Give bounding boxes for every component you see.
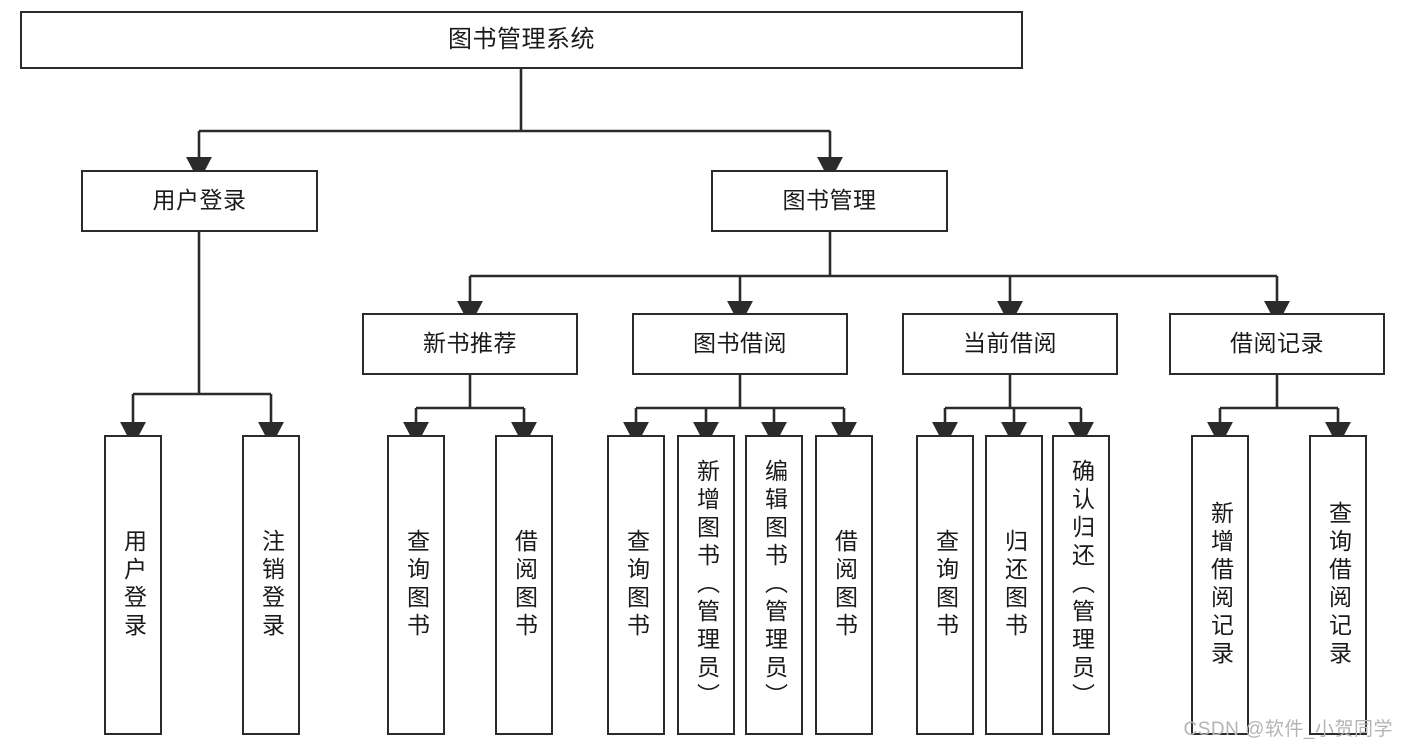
leaf-confirm-return[interactable]: 确认归还（管理员） [1052,435,1110,735]
node-label: 编辑图书（管理员） [761,459,788,711]
node-book-borrow[interactable]: 图书借阅 [632,313,848,375]
node-label: 用户登录 [152,187,247,214]
node-label: 新增图书（管理员） [693,459,720,711]
leaf-add-record[interactable]: 新增借阅记录 [1191,435,1249,735]
node-label: 归还图书 [1001,529,1028,641]
node-label: 用户登录 [120,529,147,641]
node-label: 图书借阅 [693,330,787,357]
csdn-watermark: CSDN @软件_小贺同学 [1183,719,1393,740]
node-user-login[interactable]: 用户登录 [81,170,318,232]
leaf-query-book-1[interactable]: 查询图书 [387,435,445,735]
node-new-book-rec[interactable]: 新书推荐 [362,313,578,375]
node-label: 图书管理系统 [448,25,595,53]
leaf-query-book-3[interactable]: 查询图书 [916,435,974,735]
node-borrow-record[interactable]: 借阅记录 [1169,313,1385,375]
node-label: 新书推荐 [423,330,517,357]
node-label: 借阅图书 [511,529,538,641]
leaf-query-book-2[interactable]: 查询图书 [607,435,665,735]
node-label: 查询图书 [403,529,430,641]
leaf-add-book[interactable]: 新增图书（管理员） [677,435,735,735]
node-root-system[interactable]: 图书管理系统 [20,11,1023,69]
leaf-logout[interactable]: 注销登录 [242,435,300,735]
node-label: 查询借阅记录 [1325,501,1352,669]
node-book-manage[interactable]: 图书管理 [711,170,948,232]
leaf-borrow-book-2[interactable]: 借阅图书 [815,435,873,735]
leaf-borrow-book-1[interactable]: 借阅图书 [495,435,553,735]
leaf-return-book[interactable]: 归还图书 [985,435,1043,735]
node-current-borrow[interactable]: 当前借阅 [902,313,1118,375]
leaf-query-record[interactable]: 查询借阅记录 [1309,435,1367,735]
node-label: 查询图书 [932,529,959,641]
node-label: 当前借阅 [963,330,1057,357]
leaf-edit-book[interactable]: 编辑图书（管理员） [745,435,803,735]
node-label: 图书管理 [782,187,877,214]
leaf-user-login[interactable]: 用户登录 [104,435,162,735]
node-label: 借阅记录 [1230,330,1324,357]
node-label: 注销登录 [258,529,285,641]
node-label: 确认归还（管理员） [1068,459,1095,711]
node-label: 新增借阅记录 [1207,501,1234,669]
node-label: 查询图书 [623,529,650,641]
node-label: 借阅图书 [831,529,858,641]
